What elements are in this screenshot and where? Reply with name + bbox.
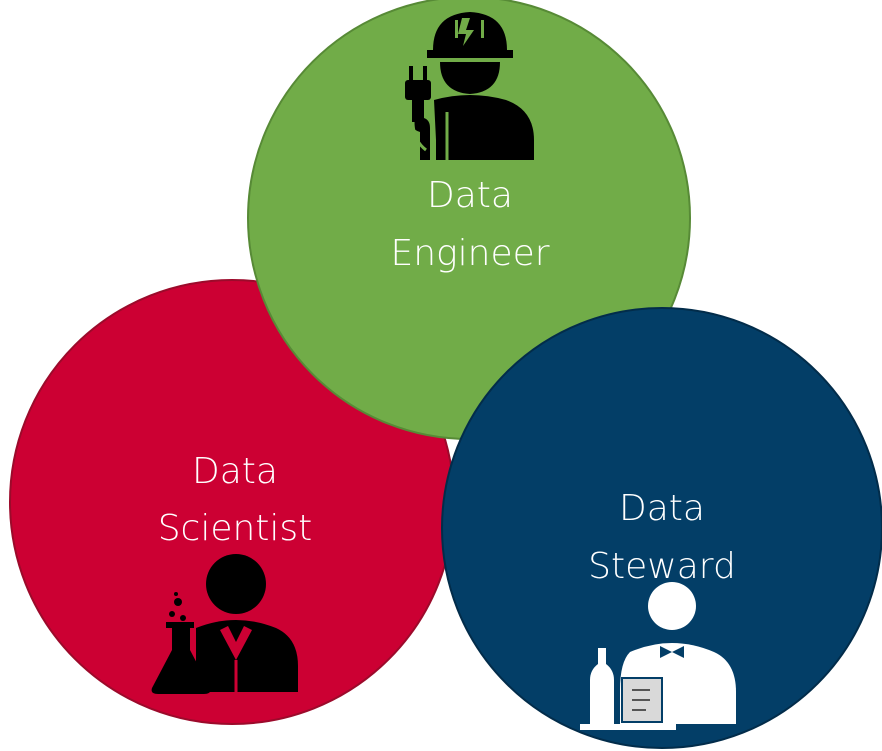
data-engineer-label: Data	[427, 175, 513, 216]
data-steward-group	[441, 307, 882, 749]
data-scientist-label-line2: Scientist	[158, 508, 313, 549]
data-scientist-label-line1: Data	[192, 451, 278, 492]
data-steward-label: Data	[619, 488, 705, 529]
engineer-with-hardhat-and-plug-icon	[405, 12, 534, 160]
data-steward-label-line2: Steward	[588, 546, 736, 587]
steward-with-bottle-and-tray-icon	[580, 582, 736, 730]
data-steward-label-line1: Data	[619, 488, 705, 529]
data-steward-circle	[441, 307, 882, 749]
data-scientist-label: Data	[192, 451, 278, 492]
data-engineer-label-line2: Engineer	[390, 233, 549, 274]
data-steward-label-2: Steward	[588, 546, 736, 587]
data-engineer-label-2: Engineer	[390, 233, 549, 274]
scientist-with-flask-icon	[151, 554, 298, 694]
data-engineer-label-line1: Data	[427, 175, 513, 216]
data-scientist-label-2: Scientist	[158, 508, 313, 549]
